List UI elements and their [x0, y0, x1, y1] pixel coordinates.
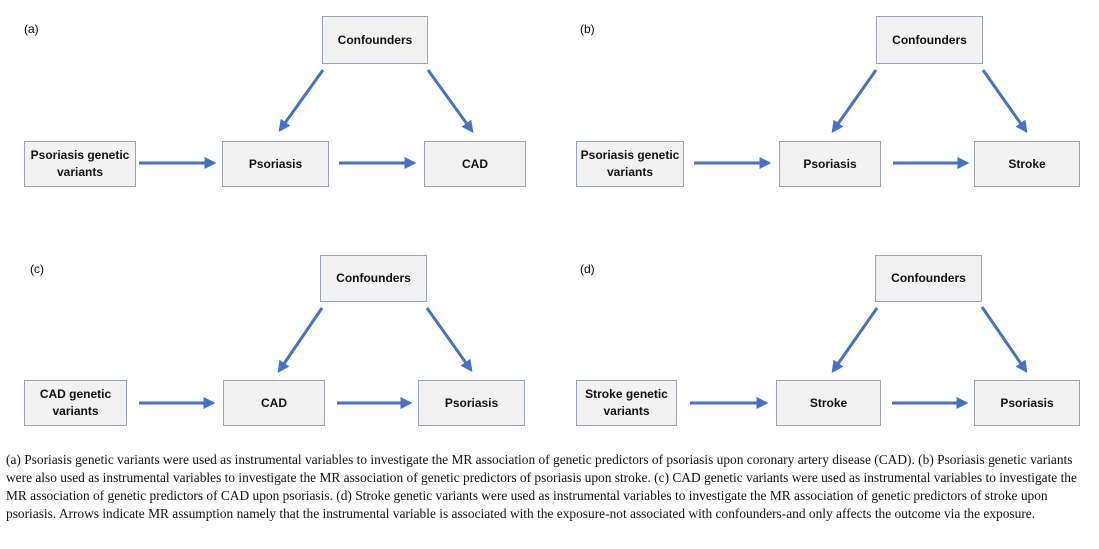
panel-d-confounders-box: Confounders [875, 255, 982, 302]
panel-b-exposure-box: Psoriasis [779, 141, 881, 187]
panel-b-confounders-to-exposure-arrow [831, 69, 878, 133]
panel-d-label: (d) [580, 262, 595, 276]
panel-b-confounders-box: Confounders [876, 16, 983, 64]
panel-a-confounders-box: Confounders [322, 16, 428, 64]
panel-a-outcome-box: CAD [424, 141, 526, 187]
panel-a-label: (a) [24, 22, 39, 36]
panel-d-confounders-to-outcome-arrow [980, 306, 1028, 373]
panel-c-exposure-box: CAD [223, 380, 325, 426]
panel-c-confounders-to-exposure-arrow [277, 307, 324, 373]
panel-c-label: (c) [30, 262, 44, 276]
panel-b-confounders-to-outcome-arrow [981, 69, 1028, 133]
panel-d-outcome-box: Psoriasis [974, 380, 1080, 426]
panel-c-outcome-box: Psoriasis [418, 380, 525, 426]
panel-c-confounders-box: Confounders [320, 255, 427, 302]
panel-a-instrument-box: Psoriasis genetic variants [24, 141, 136, 187]
panel-c-instrument-box: CAD genetic variants [24, 380, 127, 426]
panel-d-exposure-box: Stroke [776, 380, 881, 426]
panel-d-confounders-to-exposure-arrow [831, 307, 879, 373]
panel-b-label: (b) [580, 22, 595, 36]
panel-a-confounders-to-outcome-arrow [426, 69, 474, 133]
panel-c-confounders-to-outcome-arrow [425, 307, 473, 372]
panel-a-exposure-box: Psoriasis [222, 141, 329, 187]
panel-b-outcome-box: Stroke [974, 141, 1080, 187]
figure-caption: (a) Psoriasis genetic variants were used… [6, 452, 1077, 521]
panel-b-instrument-box: Psoriasis genetic variants [576, 141, 684, 187]
panel-a-confounders-to-exposure-arrow [278, 69, 325, 132]
panel-d-instrument-box: Stroke genetic variants [576, 380, 677, 426]
